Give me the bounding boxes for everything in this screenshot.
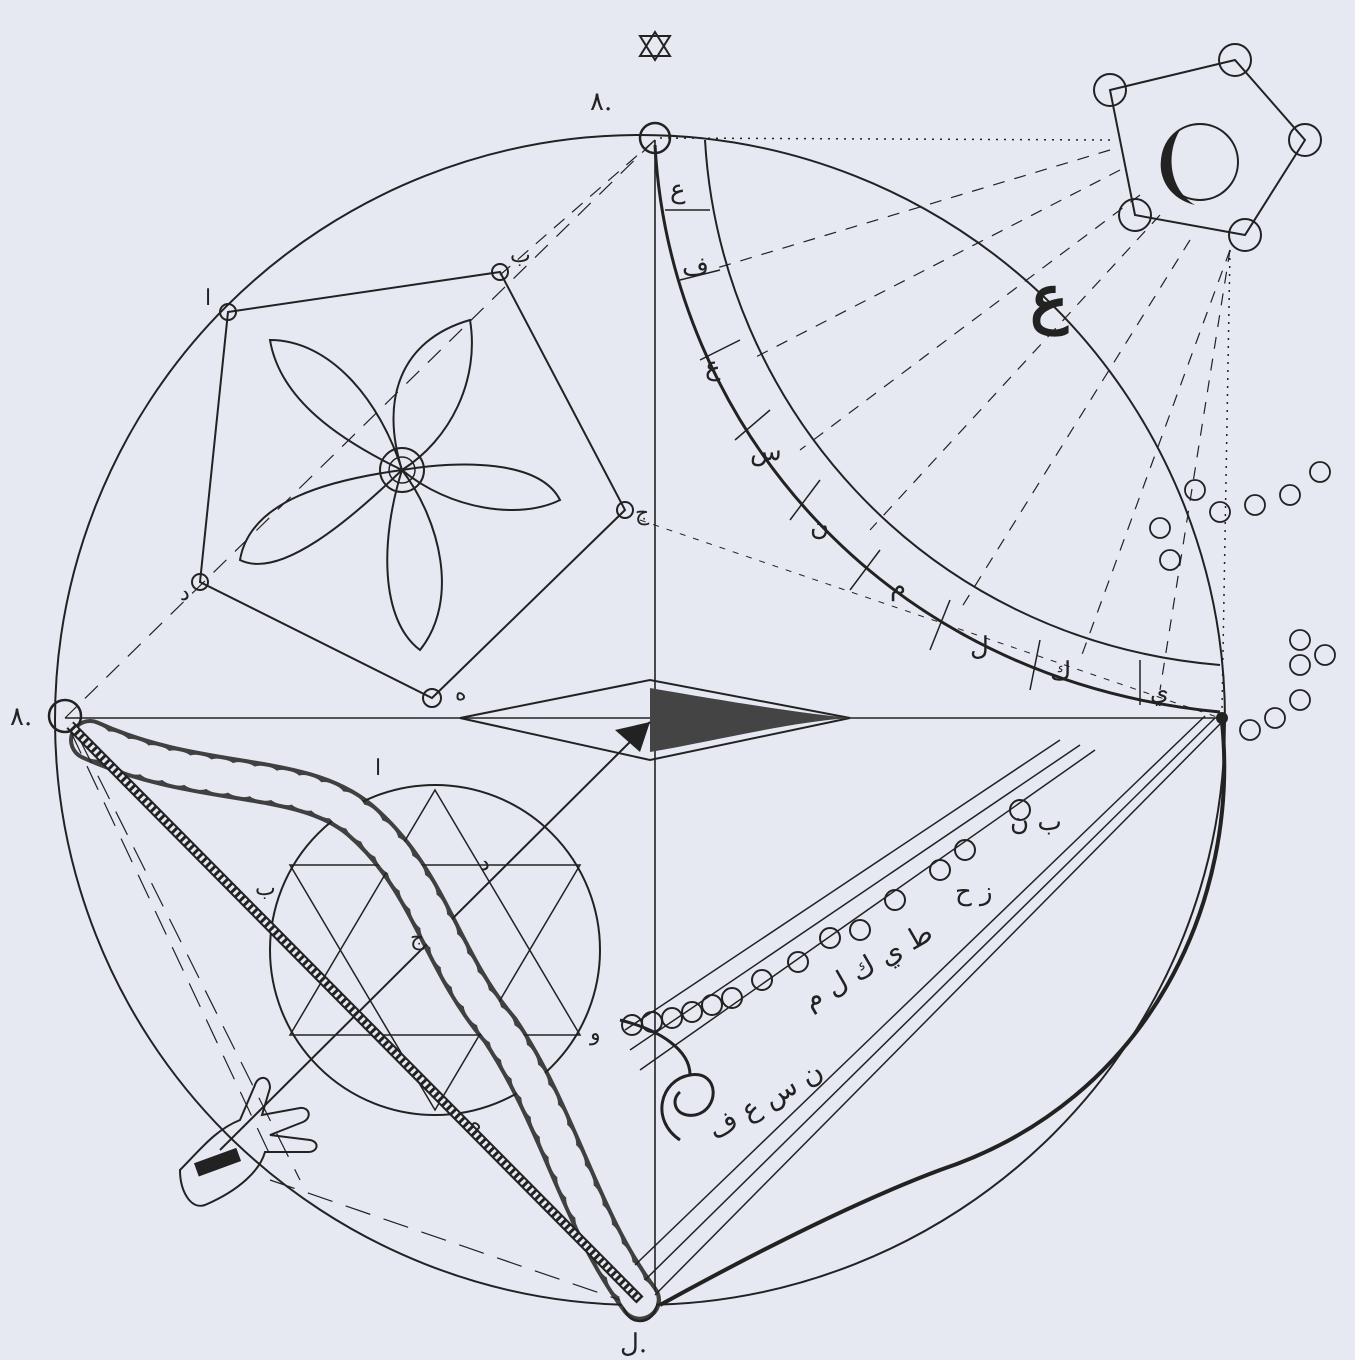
band-letter: ل	[970, 632, 989, 662]
band-letter: ن	[810, 512, 829, 542]
pentagon-mark-upper-left: ا	[205, 286, 211, 311]
inner-mark: ا	[375, 756, 381, 781]
band-letter: ع	[670, 175, 686, 205]
band-letter: ي	[1150, 678, 1169, 706]
inner-mark: ب	[255, 876, 276, 901]
inner-mark: و	[589, 1021, 601, 1046]
band-letter: ع	[705, 352, 721, 382]
band-letter: ك	[1050, 657, 1071, 687]
bottom-corner-label: ل.	[620, 1329, 647, 1359]
pentagon-mark-right: ج	[635, 501, 650, 526]
pentagon-mark-bottom: ه	[455, 681, 467, 706]
pentagon-mark-upper-right: ب	[510, 243, 531, 268]
big-letter: ع	[1030, 261, 1069, 337]
lower-right-mark: ب ن	[1010, 807, 1062, 837]
band-letter: ف	[682, 252, 709, 282]
inner-mark: د	[480, 851, 490, 876]
pentagon-mark-lower-left: د	[180, 581, 190, 606]
band-letter: م	[890, 572, 906, 602]
top-corner-label: ٨.	[590, 87, 612, 117]
lower-right-mark: ز ح	[955, 877, 993, 907]
left-corner-label: ٨.	[10, 702, 32, 732]
band-letter: س	[750, 437, 782, 467]
